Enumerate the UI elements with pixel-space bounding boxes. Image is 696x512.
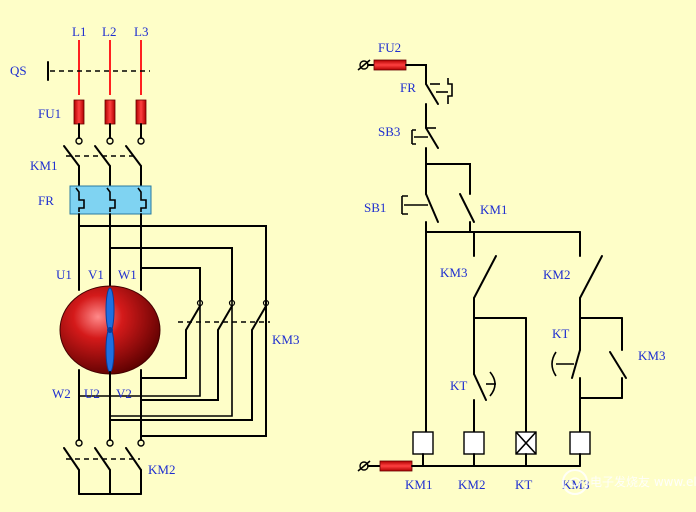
km2-nc-contact [579,231,623,319]
km1-aux-contact [459,187,475,233]
qs-label: QS [10,63,27,78]
km1-aux-label: KM1 [480,202,507,217]
coil-km2-label: KM2 [458,477,485,492]
coil-km1-label: KM1 [405,477,432,492]
km2-main-label: KM2 [148,462,175,477]
coil-km3-label: KM3 [562,477,589,492]
tap-w1 [140,267,201,301]
phase-l3-label: L3 [134,24,148,39]
u1-label: U1 [56,267,72,282]
fr-nc-contact [425,75,453,123]
km3-main-contacts [178,299,270,345]
control-circuit: FU2 FR SB3 SB1 [357,40,665,492]
sb1-start-button [401,163,439,233]
km1-main-contacts [63,145,142,187]
fu2-fuse-bottom [379,460,413,472]
km3-aux-label: KM3 [638,348,665,363]
watermark-logo-icon [562,469,588,495]
kt-nc-contact [473,317,496,433]
kt-no-label: KT [552,326,569,341]
motor-fan-blade-bottom [105,327,115,373]
phase-l2-label: L2 [102,24,116,39]
sb3-label: SB3 [378,124,400,139]
fu1-label: FU1 [38,106,61,121]
v1-label: V1 [88,267,104,282]
u2-label: U2 [84,386,100,401]
v2-label: V2 [116,386,132,401]
fu2-label: FU2 [378,40,401,55]
kt-no-contact [551,317,581,433]
sb3-stop-button [411,121,439,165]
km3-main-label: KM3 [272,332,299,347]
w2-label: W2 [52,386,71,401]
watermark-text: 电子发烧友 www.elecfans.com [590,474,696,489]
fu1-fuse-2 [104,99,116,125]
watermark: 电子发烧友 www.elecfans.com [562,469,696,495]
w1-label: W1 [118,267,137,282]
tap-v1 [109,247,233,301]
km2-nc-label: KM2 [543,267,570,282]
coil-kt-label: KT [515,477,532,492]
fr-main-label: FR [38,193,54,208]
km2-main-contacts [63,447,142,495]
km3-nc-label: KM3 [440,265,467,280]
tap-u1 [78,225,267,301]
fu1-fuse-3 [135,99,147,125]
coil-km2 [463,431,485,455]
main-circuit: L1 L2 L3 QS FU1 KM1 [10,24,299,495]
km1-main-label: KM1 [30,158,57,173]
phase-l1-label: L1 [72,24,86,39]
sb1-label: SB1 [364,200,386,215]
motor-fan-blade-top [105,287,115,333]
kt-nc-label: KT [450,378,467,393]
fu2-fuse [373,59,407,71]
fr-ctrl-label: FR [400,80,416,95]
coil-km3 [569,431,591,455]
fu1-fuse-1 [73,99,85,125]
coil-km1 [412,431,434,455]
km3-aux-contact [579,317,627,399]
km3-nc-contact [473,231,527,319]
